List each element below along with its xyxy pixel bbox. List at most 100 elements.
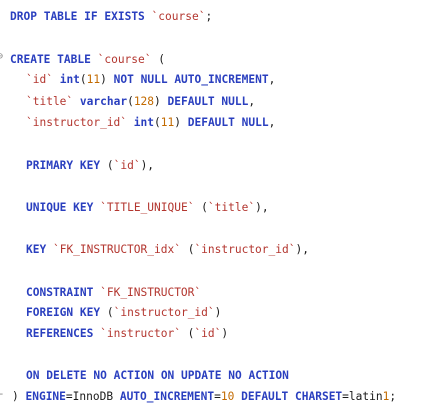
keyword-token: IF: [84, 10, 98, 23]
punctuation-token: [107, 369, 114, 382]
keyword-token: NULL: [140, 73, 168, 86]
punctuation-token: (: [154, 116, 161, 129]
punctuation-token: ),: [140, 159, 155, 172]
punctuation-token: [145, 10, 152, 23]
keyword-token: DEFAULT: [187, 116, 235, 129]
keyword-token: ENGINE: [25, 390, 66, 403]
punctuation-token: ): [100, 73, 114, 86]
punctuation-token: [53, 73, 60, 86]
keyword-token: DELETE: [46, 369, 87, 382]
code-line[interactable]: REFERENCES `instructor` (`id`): [26, 327, 228, 341]
keyword-token: CONSTRAINT: [26, 286, 94, 299]
identifier-token: `title`: [26, 95, 74, 108]
identifier-token: `instructor`: [100, 327, 181, 340]
punctuation-token: (: [194, 201, 208, 214]
punctuation-token: (: [180, 243, 195, 256]
keyword-token: EXISTS: [104, 10, 145, 23]
keyword-token: NULL: [221, 95, 249, 108]
keyword-token: CREATE: [10, 53, 51, 66]
text-token: latin: [348, 390, 383, 403]
identifier-token: `TITLE_UNIQUE`: [100, 201, 195, 214]
number-token: 128: [133, 95, 155, 108]
keyword-token: ACTION: [248, 369, 289, 382]
punctuation-token: ,: [268, 73, 276, 86]
code-line[interactable]: UNIQUE KEY `TITLE_UNIQUE` (`title`),: [26, 201, 269, 215]
punctuation-token: (: [100, 159, 114, 172]
keyword-token: ACTION: [113, 369, 155, 382]
keyword-token: KEY: [73, 201, 94, 214]
keyword-token: UPDATE: [181, 369, 222, 382]
number-token: 1: [382, 390, 390, 403]
keyword-token: varchar: [79, 95, 128, 108]
code-line[interactable]: `title` varchar(128) DEFAULT NULL,: [26, 95, 255, 109]
keyword-token: CHARSET: [295, 390, 343, 403]
identifier-token: `FK_INSTRUCTOR_idx`: [52, 243, 181, 256]
number-token: 10: [220, 390, 235, 403]
keyword-token: REFERENCES: [26, 327, 94, 340]
identifier-token: `title`: [207, 201, 256, 214]
keyword-token: NO: [93, 369, 107, 382]
punctuation-token: ): [221, 327, 229, 340]
fold-open-icon[interactable]: ⊖: [0, 51, 4, 62]
punctuation-token: ),: [255, 201, 269, 214]
punctuation-token: [113, 390, 120, 403]
keyword-token: AUTO_INCREMENT: [119, 390, 215, 403]
keyword-token: int: [133, 116, 155, 129]
punctuation-token: [73, 306, 80, 319]
keyword-token: KEY: [79, 306, 101, 319]
code-line[interactable]: PRIMARY KEY (`id`),: [26, 159, 154, 173]
code-line[interactable]: `id` int(11) NOT NULL AUTO_INCREMENT,: [26, 73, 275, 87]
punctuation-token: [91, 53, 98, 66]
code-line[interactable]: CONSTRAINT `FK_INSTRUCTOR`: [26, 286, 201, 300]
punctuation-token: [134, 73, 141, 86]
punctuation-token: [73, 95, 80, 108]
punctuation-token: ,: [248, 95, 256, 108]
code-line[interactable]: ) ENGINE=InnoDB AUTO_INCREMENT=10 DEFAUL…: [12, 390, 396, 404]
identifier-token: `FK_INSTRUCTOR`: [100, 286, 202, 299]
keyword-token: KEY: [26, 243, 47, 256]
code-line[interactable]: `instructor_id` int(11) DEFAULT NULL,: [26, 116, 275, 130]
keyword-token: KEY: [79, 159, 101, 172]
punctuation-token: ),: [295, 243, 309, 256]
keyword-token: ON: [160, 369, 175, 382]
punctuation-token: ,: [268, 116, 276, 129]
punctuation-token: (: [79, 73, 87, 86]
code-line[interactable]: KEY `FK_INSTRUCTOR_idx` (`instructor_id`…: [26, 243, 309, 257]
punctuation-token: (: [100, 306, 114, 319]
punctuation-token: ;: [389, 390, 397, 403]
identifier-token: `instructor_id`: [113, 306, 215, 319]
punctuation-token: [235, 116, 242, 129]
keyword-token: TABLE: [43, 10, 78, 23]
punctuation-token: [154, 369, 161, 382]
keyword-token: NOT: [113, 73, 134, 86]
punctuation-token: [73, 159, 80, 172]
punctuation-token: [37, 10, 44, 23]
keyword-token: DEFAULT: [167, 95, 215, 108]
keyword-token: DEFAULT: [241, 390, 289, 403]
keyword-token: FOREIGN: [26, 306, 74, 319]
keyword-token: PRIMARY: [26, 159, 74, 172]
code-line[interactable]: CREATE TABLE `course` (: [10, 53, 165, 67]
keyword-token: TABLE: [57, 53, 91, 66]
fold-close-icon[interactable]: ⌐: [0, 390, 4, 401]
keyword-token: AUTO_INCREMENT: [174, 73, 269, 86]
punctuation-token: =: [214, 390, 221, 403]
punctuation-token: =: [342, 390, 349, 403]
keyword-token: UNIQUE: [26, 201, 67, 214]
code-line[interactable]: FOREIGN KEY (`instructor_id`): [26, 306, 221, 320]
number-token: 11: [86, 73, 101, 86]
punctuation-token: ): [174, 116, 188, 129]
punctuation-token: (: [180, 327, 195, 340]
identifier-token: `id`: [26, 73, 53, 86]
fold-gutter: ⊖ ⌐: [0, 0, 10, 413]
punctuation-token: [288, 390, 295, 403]
keyword-token: DROP: [10, 10, 37, 23]
identifier-token: `course`: [151, 10, 206, 23]
punctuation-token: [127, 116, 134, 129]
keyword-token: int: [59, 73, 80, 86]
code-line[interactable]: DROP TABLE IF EXISTS `course`;: [10, 10, 212, 24]
code-line[interactable]: ON DELETE NO ACTION ON UPDATE NO ACTION: [26, 369, 289, 383]
punctuation-token: (: [127, 95, 134, 108]
identifier-token: `course`: [97, 53, 152, 66]
